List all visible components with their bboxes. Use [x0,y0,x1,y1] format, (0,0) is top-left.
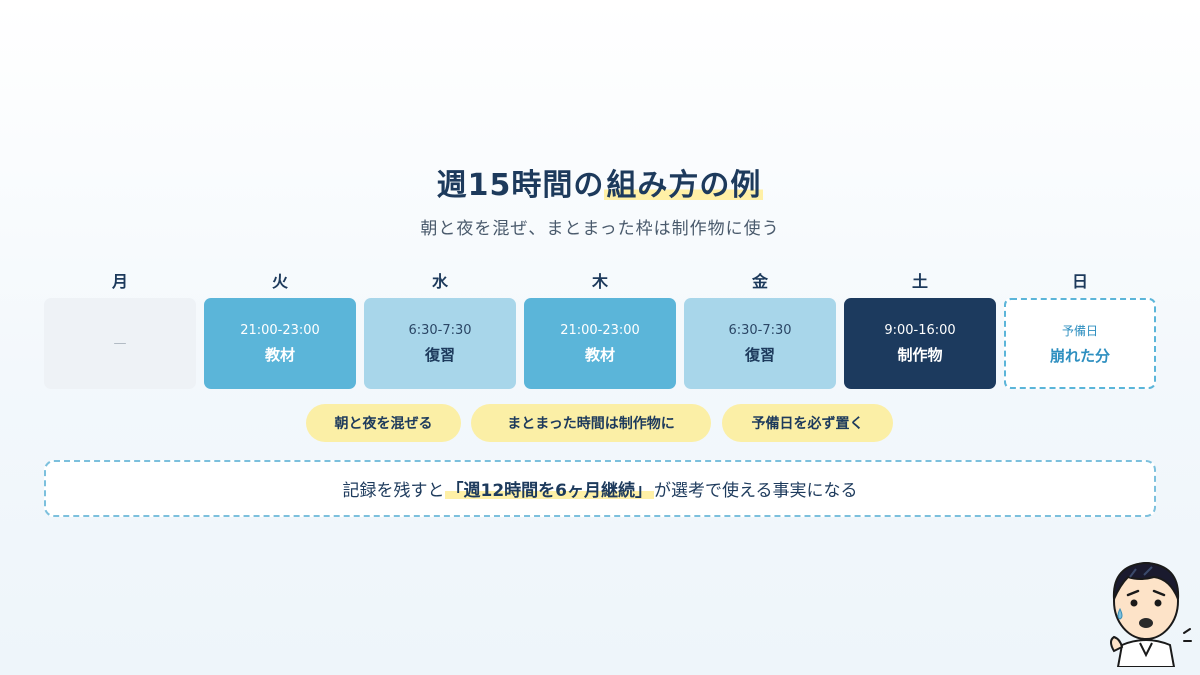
slot-tue-time: 21:00-23:00 [240,322,320,338]
slot-mon-task: — [113,336,127,351]
note-highlight: 「週12時間を6ヶ月継続」 [444,476,654,501]
day-label-wed: 水 [431,272,448,291]
title-container: 週15時間の組み方の例 [0,160,1200,204]
page-title-highlight: 組み方の例 [604,168,764,203]
day-label-mon: 月 [111,272,128,291]
slot-sun: 予備日 崩れた分 [1004,298,1156,389]
slot-thu-task: 教材 [584,345,615,364]
slot-sun-time: 予備日 [1061,323,1098,338]
tips-row: 朝と夜を混ぜる まとまった時間は制作物に 予備日を必ず置く [0,404,1200,442]
note-before: 記録を残すと [342,481,445,501]
slot-wed: 6:30-7:30 復習 [364,298,516,389]
slot-fri-time: 6:30-7:30 [728,322,792,338]
day-label-fri: 金 [751,272,768,291]
slot-tue: 21:00-23:00 教材 [204,298,356,389]
page-title-main: 週15時間の [436,168,605,203]
slot-mon: — [44,298,196,389]
slot-sun-task: 崩れた分 [1049,346,1110,365]
slot-tue-task: 教材 [264,345,295,364]
tip-pill-production: まとまった時間は制作物に [471,404,711,442]
day-label-sat: 土 [911,272,928,291]
day-label-sun: 日 [1071,272,1088,291]
slot-thu-time: 21:00-23:00 [560,322,640,338]
slot-sat-task: 制作物 [897,345,943,364]
day-label-tue: 火 [271,272,288,291]
page-title: 週15時間の組み方の例 [437,160,764,204]
tip-pill-reserve: 予備日を必ず置く [722,404,893,442]
note-after: が選考で使える事実になる [654,481,858,501]
slot-thu: 21:00-23:00 教材 [524,298,676,389]
slot-fri-task: 復習 [744,345,775,364]
page-subtitle: 朝と夜を混ぜ、まとまった枠は制作物に使う [420,219,780,239]
worried-man-avatar-icon [1100,555,1192,668]
schedule-row: — 21:00-23:00 教材 6:30-7:30 復習 21:00-23:0… [44,298,1156,390]
slot-wed-task: 復習 [424,345,455,364]
tip-pill-mix: 朝と夜を混ぜる [306,404,461,442]
weekday-header-row: 月 火 水 木 金 土 日 [44,268,1156,292]
slot-sat: 9:00-16:00 制作物 [844,298,996,389]
day-label-thu: 木 [591,272,608,291]
summary-note: 記録を残すと「週12時間を6ヶ月継続」が選考で使える事実になる [44,460,1156,517]
slot-fri: 6:30-7:30 復習 [684,298,836,389]
slot-sat-time: 9:00-16:00 [884,322,956,338]
slot-wed-time: 6:30-7:30 [408,322,472,338]
